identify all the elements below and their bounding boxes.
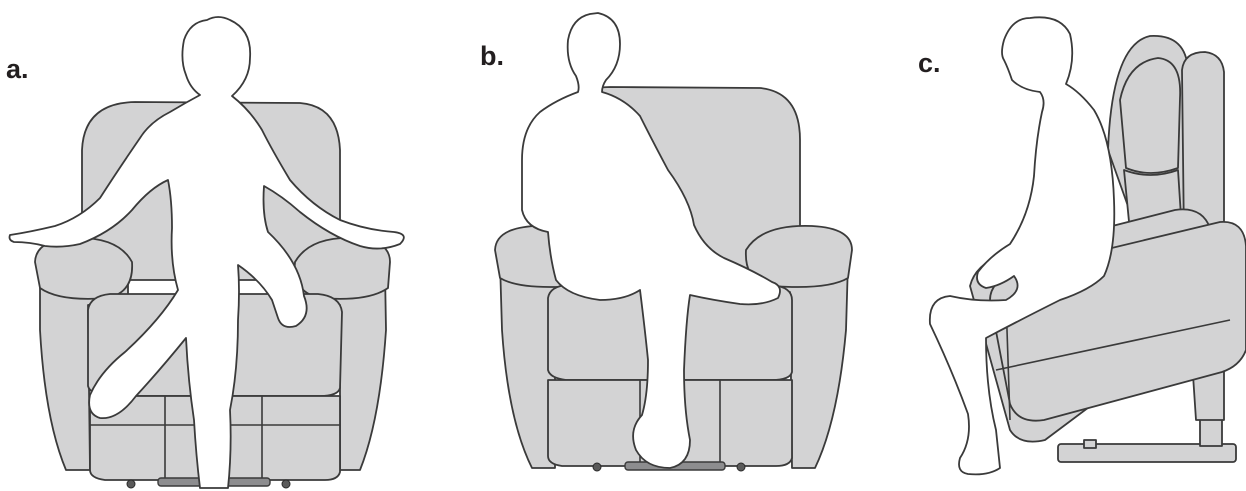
panel-b: b.	[480, 13, 852, 471]
panel-c: c.	[918, 17, 1246, 474]
lift-foot	[1084, 440, 1096, 448]
panel-a-label: a.	[6, 54, 29, 84]
panel-a: a.	[6, 17, 404, 488]
chair-headrest-pillow	[1120, 58, 1180, 173]
panel-c-label: c.	[918, 48, 941, 78]
panel-b-label: b.	[480, 41, 504, 71]
